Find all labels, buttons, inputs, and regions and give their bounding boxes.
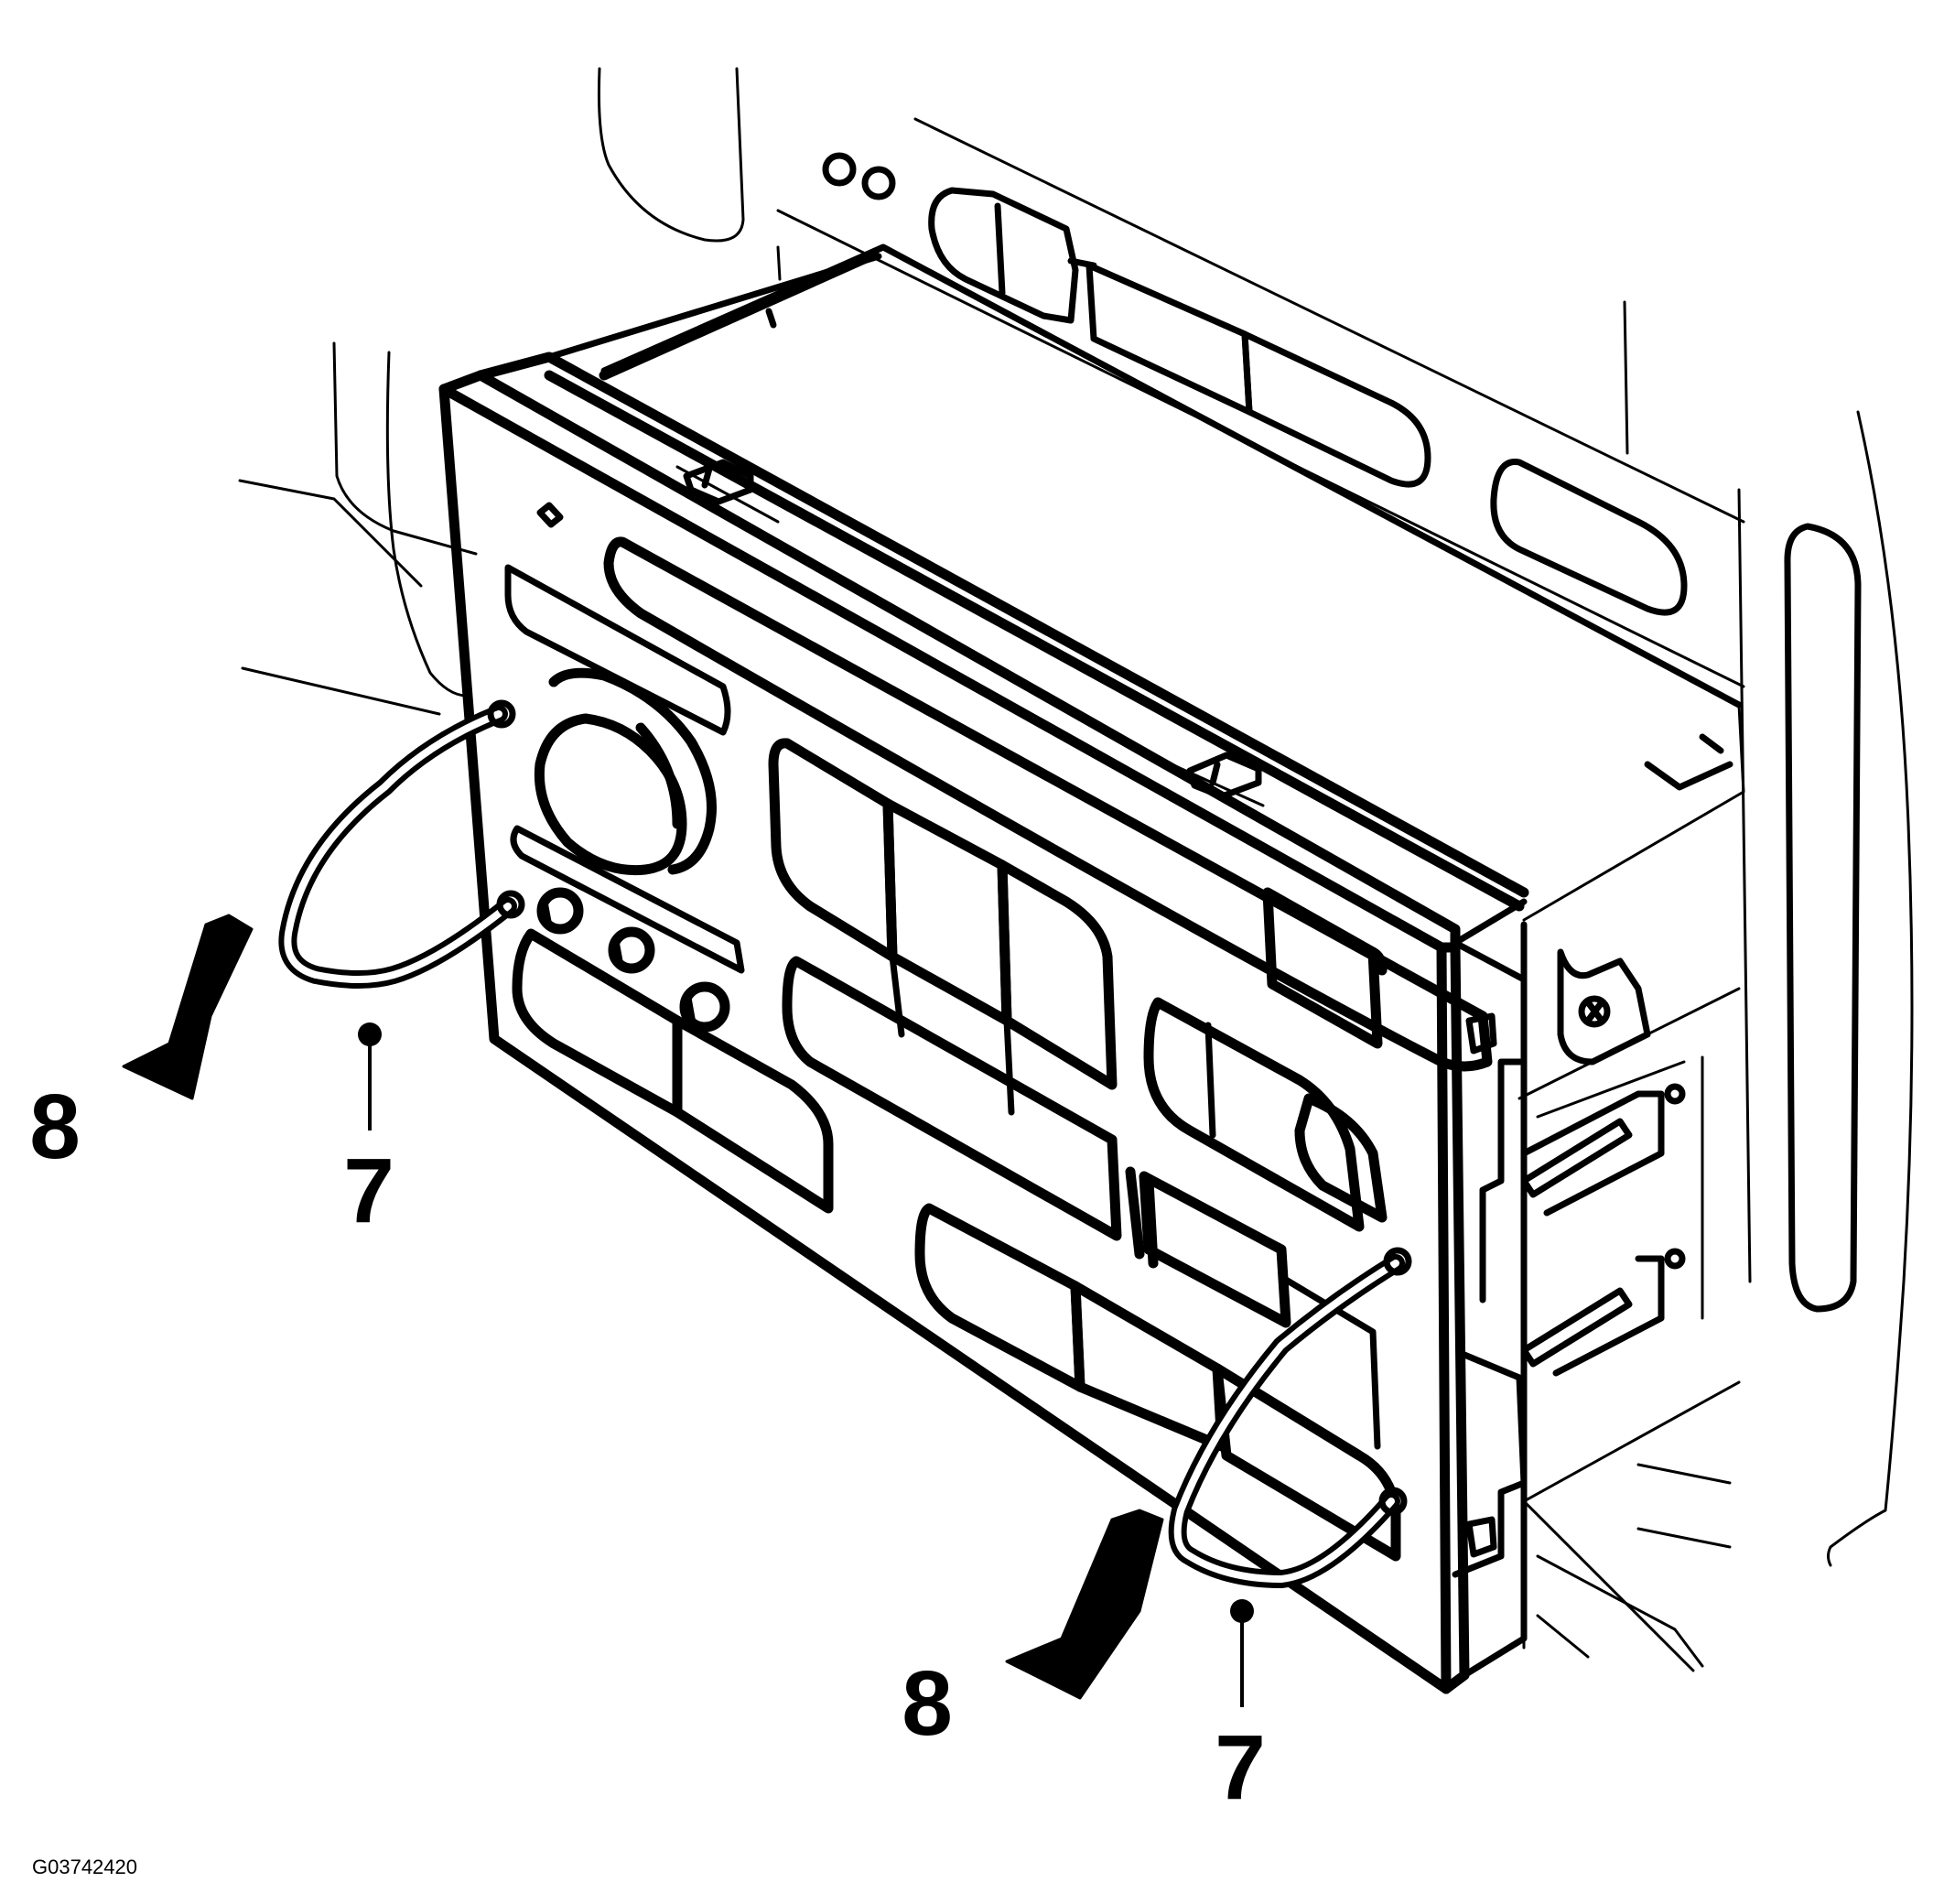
side-clip	[1465, 1516, 1497, 1558]
pull-direction-arrow-right	[1005, 1509, 1164, 1700]
panel-vent-slot	[1085, 262, 1253, 416]
preset-button-4[interactable]	[1262, 887, 1383, 1049]
instrument-panel-background	[238, 67, 1914, 1672]
callout-leader-left	[358, 1022, 382, 1130]
small-knob[interactable]	[536, 887, 584, 935]
radio-removal-tool-left[interactable]	[278, 699, 525, 989]
radio-chassis	[545, 243, 1745, 1578]
retaining-clips	[675, 459, 1265, 807]
callout-label-7-left: 7	[343, 1140, 394, 1242]
left-lower-button[interactable]	[512, 928, 683, 1118]
bottom-button-3[interactable]	[1139, 1171, 1291, 1328]
volume-knob[interactable]	[534, 667, 717, 876]
callout-label-8-right: 8	[902, 1652, 953, 1755]
seek-button[interactable]	[782, 956, 1122, 1241]
panel-vent-slot	[1241, 330, 1431, 488]
left-lower-button[interactable]	[672, 1015, 834, 1214]
radio-faceplate	[438, 352, 1529, 1694]
bottom-button-4[interactable]	[1212, 1363, 1401, 1562]
connector-slot	[1520, 1118, 1633, 1198]
callout-label-7-right: 7	[1215, 1716, 1266, 1819]
display-window	[603, 536, 1493, 1072]
bottom-button-2[interactable]	[1070, 1281, 1227, 1452]
preset-button-1[interactable]	[768, 738, 898, 962]
panel-fastener	[861, 166, 896, 200]
figure-id: G03742420	[32, 1855, 137, 1878]
connector-slot	[1520, 1287, 1633, 1368]
panel-vent-slot	[928, 187, 1079, 324]
bottom-button-1[interactable]	[914, 1203, 1085, 1392]
bracket-screw	[1578, 995, 1611, 1028]
tone-control-strip	[510, 825, 745, 974]
panel-vent-slot	[1490, 459, 1688, 616]
mounting-bracket	[1557, 948, 1651, 1066]
pull-direction-arrow-left	[122, 914, 254, 1100]
preset-button-3[interactable]	[997, 860, 1118, 1090]
radio-removal-tool-right[interactable]	[1168, 1247, 1412, 1588]
small-knob[interactable]	[679, 981, 730, 1033]
small-knob[interactable]	[608, 926, 655, 974]
side-vent-slot	[1784, 523, 1862, 1313]
eject-button[interactable]	[1294, 1093, 1388, 1223]
callout-label-8-left: 8	[29, 1076, 81, 1178]
preset-button-2[interactable]	[882, 798, 1012, 1026]
callout-leader-right	[1230, 1599, 1254, 1707]
panel-fastener	[822, 152, 857, 187]
